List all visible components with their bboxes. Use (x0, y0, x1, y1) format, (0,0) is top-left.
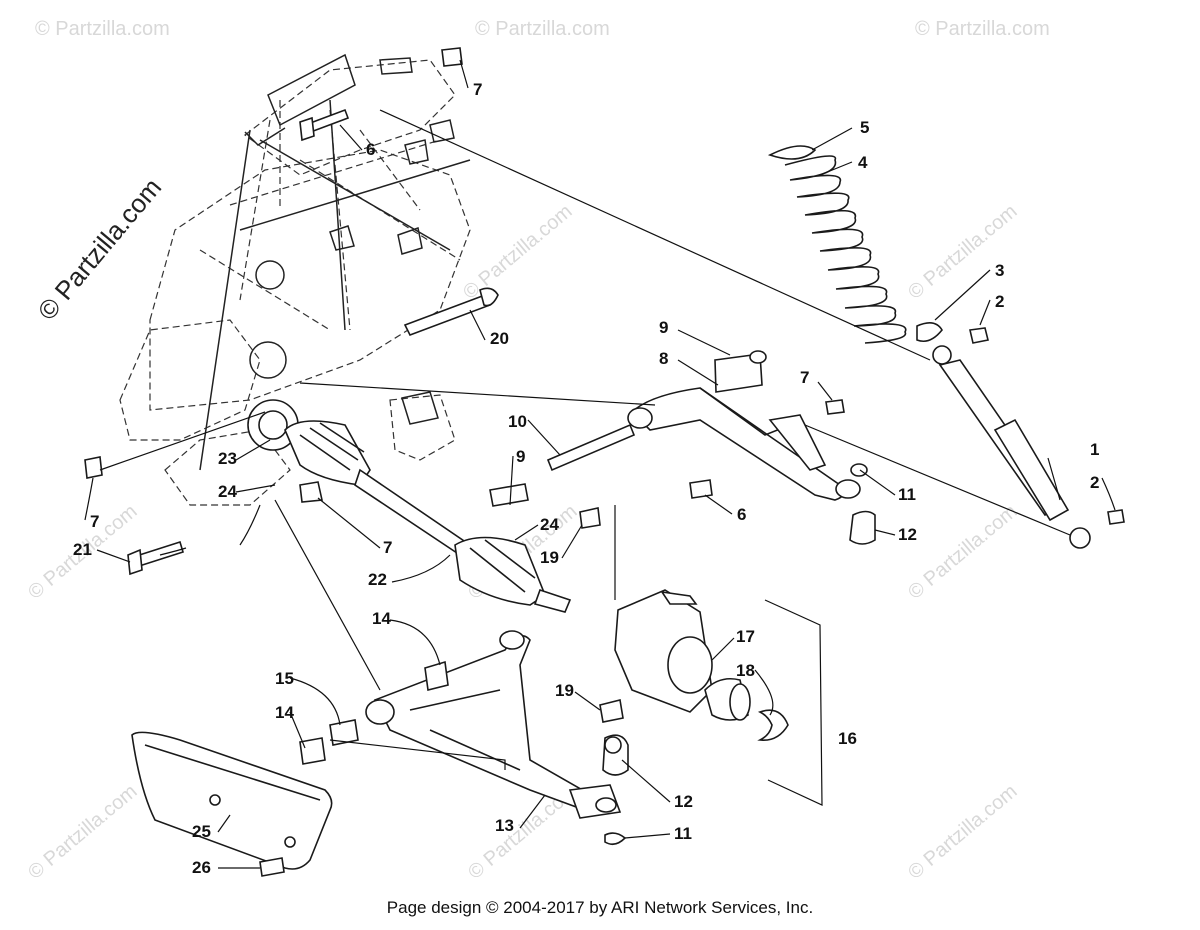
arrow-upper-arm-to-frame (299, 382, 656, 406)
leader-lines (99, 109, 1071, 806)
arrow-upper-arm-to-shock (804, 424, 1071, 536)
arrow-lower-arm-to-frame (274, 499, 381, 691)
callout-1: 1 (1090, 440, 1099, 459)
callout-7: 7 (383, 538, 392, 557)
callout-2: 2 (1090, 473, 1099, 492)
callout-11: 11 (674, 824, 692, 843)
watermark-main: © Partzilla.com (32, 172, 168, 325)
upper-a-arm (489, 350, 876, 545)
callout-6: 6 (737, 505, 746, 524)
callout-19: 19 (555, 681, 574, 700)
skid-plate (131, 731, 333, 877)
callout-7: 7 (473, 80, 482, 99)
callout-18: 18 (736, 661, 755, 680)
callout-11: 11 (898, 485, 916, 504)
callout-16: 16 (838, 729, 857, 748)
callout-7: 7 (90, 512, 99, 531)
callout-9: 9 (516, 447, 525, 466)
callout-5: 5 (860, 118, 869, 137)
callout-17: 17 (736, 627, 755, 646)
callout-15: 15 (275, 669, 294, 688)
watermark: © Partzilla.com (35, 18, 170, 40)
callout-14: 14 (275, 703, 294, 722)
watermark: © Partzilla.com (915, 18, 1050, 40)
callout-21: 21 (73, 540, 92, 559)
watermark: © Partzilla.com (459, 200, 576, 303)
watermark: © Partzilla.com (904, 780, 1021, 883)
hardware (84, 47, 499, 576)
label-leaders (84, 59, 1116, 869)
lower-a-arm (299, 630, 627, 846)
arrow-shock-to-frame (379, 109, 931, 361)
callout-12: 12 (674, 792, 693, 811)
callout-2: 2 (995, 292, 1004, 311)
callout-7: 7 (800, 368, 809, 387)
shock-assembly (767, 145, 1125, 549)
callout-6: 6 (366, 140, 375, 159)
callout-22: 22 (368, 570, 387, 589)
callout-26: 26 (192, 858, 211, 877)
callout-20: 20 (490, 329, 509, 348)
callouts: 1 2 2 3 4 5 6 6 7 7 7 7 8 9 9 10 11 11 1… (73, 80, 1099, 877)
watermark: © Partzilla.com (475, 18, 610, 40)
callout-3: 3 (995, 261, 1004, 280)
callout-24: 24 (540, 515, 559, 534)
callout-23: 23 (218, 449, 237, 468)
callout-4: 4 (858, 153, 868, 172)
callout-10: 10 (508, 412, 527, 431)
copyright-footer: Page design © 2004-2017 by ARI Network S… (386, 898, 814, 917)
callout-19: 19 (540, 548, 559, 567)
vehicle-frame (119, 53, 471, 506)
callout-24: 24 (218, 482, 237, 501)
callout-13: 13 (495, 816, 514, 835)
watermark: © Partzilla.com (24, 780, 141, 883)
arrow-bolt-to-frame (99, 411, 266, 471)
callout-12: 12 (898, 525, 917, 544)
steering-knuckle (599, 589, 789, 776)
callout-9: 9 (659, 318, 668, 337)
callout-8: 8 (659, 349, 668, 368)
callout-25: 25 (192, 822, 211, 841)
watermark: © Partzilla.com (904, 200, 1021, 303)
drive-axle (284, 420, 601, 613)
watermark: © Partzilla.com (904, 500, 1021, 603)
callout-14: 14 (372, 609, 391, 628)
